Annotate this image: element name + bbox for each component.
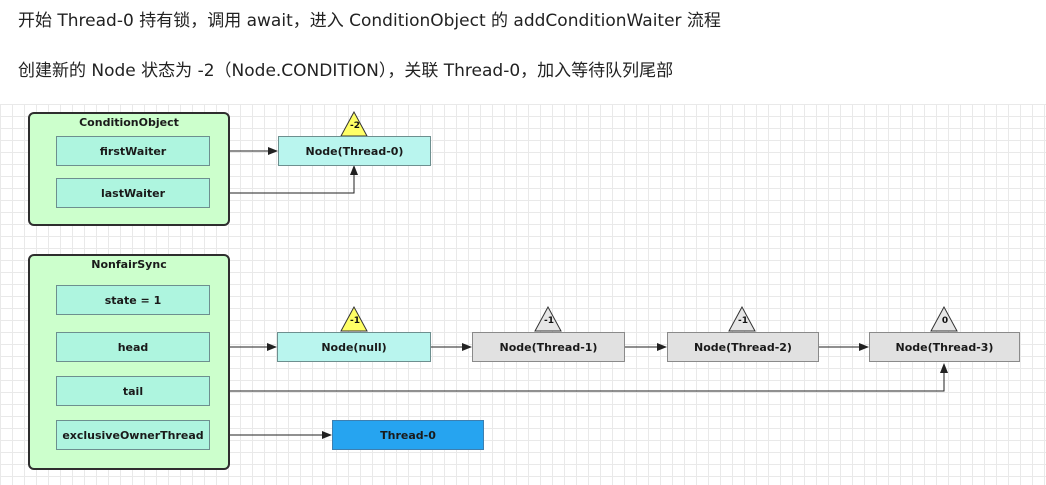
status-label-node-null: -1 bbox=[350, 316, 360, 326]
status-triangle-node-thread-2 bbox=[728, 305, 756, 332]
status-label-node-thread-3: 0 bbox=[941, 316, 949, 326]
queue-node-thread-2: Node(Thread-2) bbox=[667, 332, 819, 362]
connector-layer bbox=[202, 110, 958, 439]
queue-node-thread-3: Node(Thread-3) bbox=[869, 332, 1020, 362]
queue-node-null: Node(null) bbox=[277, 332, 431, 362]
state-field: state = 1 bbox=[56, 285, 210, 315]
caption-line-2: 创建新的 Node 状态为 -2（Node.CONDITION），关联 Thre… bbox=[18, 61, 674, 81]
head-field: head bbox=[56, 332, 210, 362]
first-waiter-field: firstWaiter bbox=[56, 136, 210, 166]
condition-object-title: ConditionObject bbox=[79, 116, 179, 129]
status-triangle-node-thread-3 bbox=[930, 305, 958, 332]
arrow-last-waiter bbox=[210, 165, 358, 194]
status-triangle-node-thread-1 bbox=[534, 305, 562, 332]
status-triangle-node-null bbox=[340, 305, 368, 332]
status-label-node-thread-2: -1 bbox=[738, 316, 748, 326]
caption-line-1: 开始 Thread-0 持有锁，调用 await，进入 ConditionObj… bbox=[18, 11, 721, 31]
nonfair-sync-title: NonfairSync bbox=[91, 258, 167, 271]
status-label-condition: -2 bbox=[350, 121, 360, 131]
tail-field: tail bbox=[56, 376, 210, 406]
diagram-canvas: -2 -1 -1 -1 0 ConditionObject firstWaite… bbox=[0, 104, 1046, 485]
exclusive-owner-thread-field: exclusiveOwnerThread bbox=[56, 420, 210, 450]
status-label-node-thread-1: -1 bbox=[544, 316, 554, 326]
condition-node-thread-0: Node(Thread-0) bbox=[278, 136, 431, 166]
last-waiter-field: lastWaiter bbox=[56, 178, 210, 208]
owner-thread-0: Thread-0 bbox=[332, 420, 484, 450]
link-tail bbox=[202, 363, 948, 395]
condition-object-group: ConditionObject bbox=[28, 112, 230, 226]
queue-node-thread-1: Node(Thread-1) bbox=[472, 332, 625, 362]
